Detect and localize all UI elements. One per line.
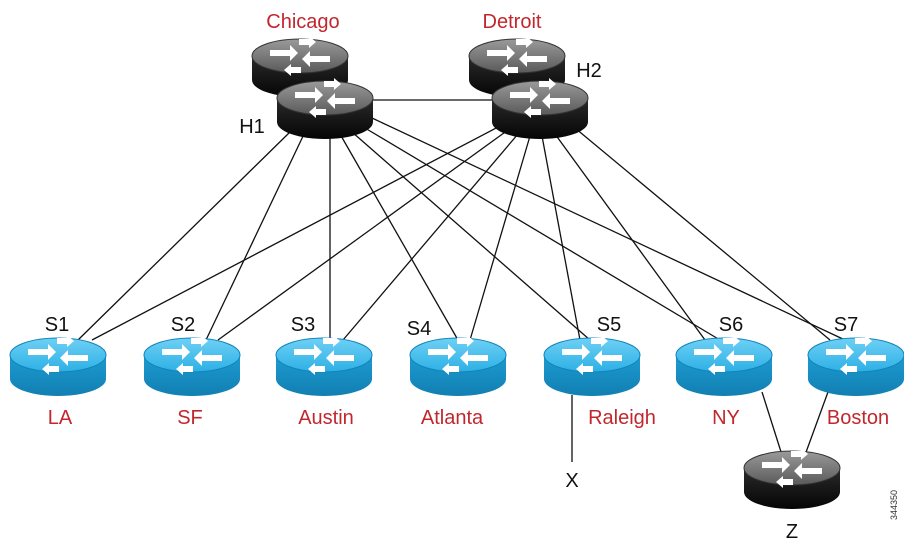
hub-id-h1: H1 (239, 116, 265, 138)
spoke-site-atlanta: Atlanta (421, 407, 484, 429)
spoke-site-raleigh: Raleigh (588, 407, 656, 429)
router-s3 (276, 335, 372, 396)
spoke-id-s5: S5 (597, 314, 621, 336)
spoke-site-la: LA (48, 407, 73, 429)
hub-site-detroit: Detroit (483, 11, 542, 33)
spoke-id-s7: S7 (834, 314, 858, 336)
hub-site-chicago: Chicago (266, 11, 339, 33)
node-label-z: Z (786, 521, 798, 542)
spoke-site-sf: SF (177, 407, 203, 429)
spoke-id-s1: S1 (45, 314, 69, 336)
node-label-x: X (565, 470, 578, 492)
links (77, 99, 846, 462)
spoke-id-s4: S4 (407, 318, 431, 340)
router-s6 (676, 335, 772, 396)
hub-id-h2: H2 (576, 60, 602, 82)
router-s2 (144, 335, 240, 396)
spoke-site-boston: Boston (827, 407, 889, 429)
router-s5 (544, 335, 640, 396)
spoke-id-s6: S6 (719, 314, 743, 336)
router-s4 (410, 335, 506, 396)
figure-id: 344350 (889, 490, 899, 520)
router-z (744, 448, 840, 509)
router-s7 (808, 335, 904, 396)
router-h1 (277, 78, 373, 139)
spoke-site-austin: Austin (298, 407, 354, 429)
spoke-site-ny: NY (712, 407, 740, 429)
router-h2 (492, 78, 588, 139)
router-s1 (10, 335, 106, 396)
spoke-id-s2: S2 (171, 314, 195, 336)
spoke-id-s3: S3 (291, 314, 315, 336)
